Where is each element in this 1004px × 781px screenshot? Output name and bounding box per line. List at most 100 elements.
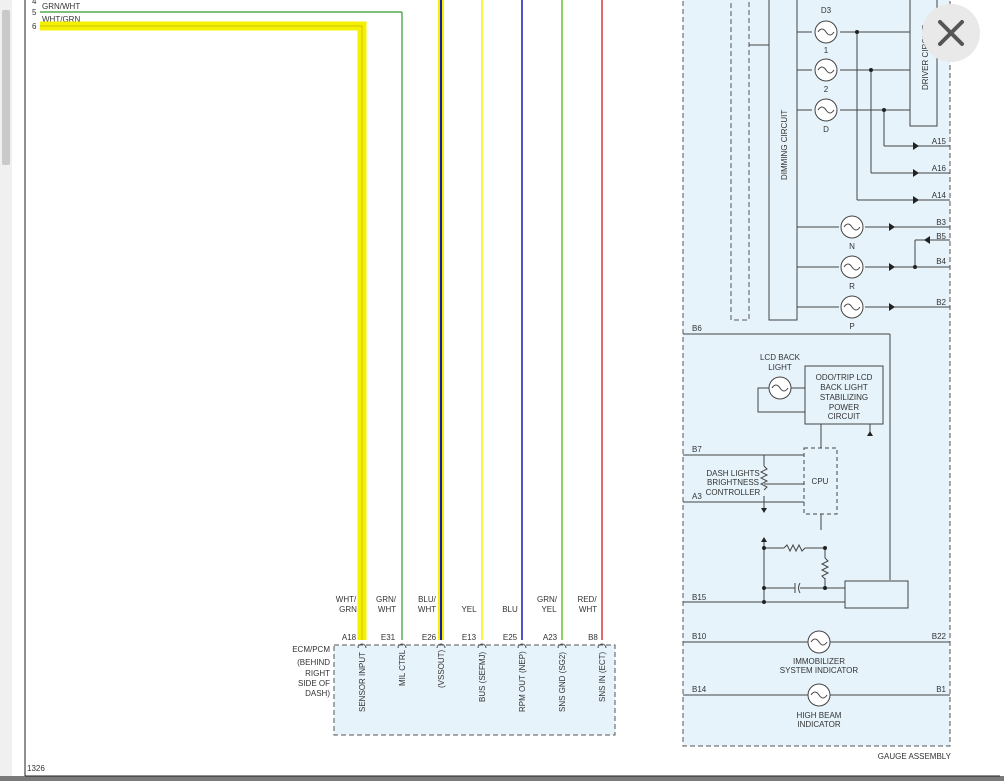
odo-circuit-box — [804, 365, 884, 425]
svg-text:WHT: WHT — [579, 605, 597, 614]
svg-text:A16: A16 — [932, 164, 947, 173]
regulator-box — [844, 580, 909, 609]
svg-text:GRN: GRN — [339, 605, 357, 614]
close-icon — [938, 20, 964, 46]
right-pin-labels: A15 A16 A14 B3 B5 B4 B2 — [932, 137, 947, 307]
footer-code: 1326 — [27, 764, 45, 773]
pin-label-6: 6 — [32, 22, 37, 31]
svg-text:E13: E13 — [462, 633, 477, 642]
svg-text:B10: B10 — [692, 632, 707, 641]
svg-text:(VSSOUT): (VSSOUT) — [437, 649, 446, 688]
svg-text:(BEHIND: (BEHIND — [297, 658, 330, 667]
wire-label-wht-grn: WHT/GRN — [42, 15, 80, 24]
pin-label-5: 5 — [32, 8, 37, 17]
svg-text:IMMOBILIZER: IMMOBILIZER — [793, 657, 845, 666]
svg-text:A3: A3 — [692, 492, 702, 501]
svg-text:DASH LIGHTS: DASH LIGHTS — [706, 469, 759, 478]
svg-text:LIGHT: LIGHT — [768, 363, 792, 372]
svg-text:B5: B5 — [936, 232, 946, 241]
svg-text:ODO/TRIP LCD: ODO/TRIP LCD — [816, 373, 873, 382]
lower-diodes — [889, 223, 930, 311]
svg-text:CONTROLLER: CONTROLLER — [706, 488, 761, 497]
svg-text:R: R — [849, 282, 855, 291]
svg-text:YEL: YEL — [461, 605, 477, 614]
close-button[interactable] — [922, 4, 980, 62]
svg-text:YEL: YEL — [541, 605, 557, 614]
svg-text:A14: A14 — [932, 191, 947, 200]
high-beam-pin-right: B1 — [936, 685, 946, 694]
junction-dots — [855, 30, 919, 204]
bottom-edge — [0, 776, 1004, 781]
svg-text:GRN/: GRN/ — [537, 595, 558, 604]
svg-text:2: 2 — [824, 85, 829, 94]
driver-circuit-label: DRIVER CIRCUIT — [921, 25, 930, 90]
svg-text:BUS (SEFMJ): BUS (SEFMJ) — [478, 651, 487, 702]
highlighted-wire — [40, 21, 367, 640]
svg-text:SNS IN (ECT): SNS IN (ECT) — [598, 651, 607, 702]
odo-circuit-label: ODO/TRIP LCD BACK LIGHT STABILIZING POWE… — [816, 373, 873, 421]
immobilizer-pin-right: B22 — [932, 632, 947, 641]
svg-text:WHT: WHT — [418, 605, 436, 614]
svg-text:LCD BACK: LCD BACK — [760, 353, 801, 362]
svg-text:B14: B14 — [692, 685, 707, 694]
svg-text:B6: B6 — [692, 324, 702, 333]
svg-text:POWER: POWER — [829, 403, 859, 412]
dimming-circuit-label: DIMMING CIRCUIT — [780, 110, 789, 180]
gauge-assembly-label: GAUGE ASSEMBLY — [878, 752, 952, 761]
svg-text:B3: B3 — [936, 218, 946, 227]
dimming-circuit-box — [768, 0, 798, 321]
svg-text:A18: A18 — [342, 633, 357, 642]
svg-text:MIL CTRL: MIL CTRL — [398, 649, 407, 686]
svg-text:SYSTEM INDICATOR: SYSTEM INDICATOR — [780, 666, 859, 675]
svg-text:INDICATOR: INDICATOR — [797, 720, 840, 729]
right-bus-lines — [856, 32, 950, 201]
svg-text:SENSOR INPUT: SENSOR INPUT — [358, 652, 367, 712]
svg-text:B2: B2 — [936, 298, 946, 307]
left-scrollbar[interactable] — [0, 0, 12, 781]
svg-text:GRN/: GRN/ — [376, 595, 397, 604]
ecm-box — [333, 644, 616, 736]
svg-text:A15: A15 — [932, 137, 947, 146]
svg-text:BACK LIGHT: BACK LIGHT — [820, 383, 868, 392]
svg-text:SNS GND (SG2): SNS GND (SG2) — [558, 652, 567, 712]
lcd-back-light-label: LCD BACK LIGHT — [760, 353, 801, 372]
terminal-pins — [357, 643, 607, 649]
svg-text:CIRCUIT: CIRCUIT — [828, 412, 861, 421]
svg-text:RED/: RED/ — [577, 595, 597, 604]
svg-text:A23: A23 — [543, 633, 558, 642]
scrollbar-thumb[interactable] — [2, 10, 10, 165]
svg-text:BLU/: BLU/ — [418, 595, 437, 604]
svg-text:E31: E31 — [381, 633, 396, 642]
svg-text:BRIGHTNESS: BRIGHTNESS — [707, 478, 759, 487]
svg-text:DASH): DASH) — [305, 689, 330, 698]
svg-text:BLU: BLU — [502, 605, 518, 614]
ecm-label: ECM/PCM (BEHIND RIGHT SIDE OF DASH) — [292, 645, 330, 698]
svg-text:WHT/: WHT/ — [336, 595, 357, 604]
wire-label-grn-wht: GRN/WHT — [42, 2, 80, 11]
lower-bulb-labels: N R P — [849, 242, 855, 331]
svg-text:B7: B7 — [692, 445, 702, 454]
high-beam-label: HIGH BEAM INDICATOR — [797, 711, 842, 729]
svg-text:ECM/PCM: ECM/PCM — [292, 645, 330, 654]
svg-text:D3: D3 — [821, 6, 832, 15]
svg-text:SIDE OF: SIDE OF — [298, 679, 330, 688]
svg-text:B8: B8 — [588, 633, 598, 642]
svg-text:E26: E26 — [422, 633, 437, 642]
upper-bulb-labels: D3 1 2 D — [821, 6, 832, 134]
svg-text:B4: B4 — [936, 257, 946, 266]
svg-text:RIGHT: RIGHT — [305, 669, 330, 678]
resistor-dots — [761, 537, 827, 604]
svg-text:P: P — [849, 322, 854, 331]
svg-text:D: D — [823, 125, 829, 134]
dash-controller-label: DASH LIGHTS BRIGHTNESS CONTROLLER — [706, 469, 761, 497]
cpu-label: CPU — [812, 477, 829, 486]
upper-bulbs — [797, 20, 910, 122]
pin-label-4: 4 — [32, 0, 37, 6]
ecm-terminals: WHT/ GRN A18 GRN/ WHT E31 BLU/ WHT E26 Y… — [336, 595, 599, 642]
svg-text:STABILIZING: STABILIZING — [820, 393, 868, 402]
lower-bulbs — [797, 215, 950, 319]
resistor-network — [683, 542, 845, 603]
svg-text:B15: B15 — [692, 593, 707, 602]
brightness-resistor — [759, 465, 769, 491]
